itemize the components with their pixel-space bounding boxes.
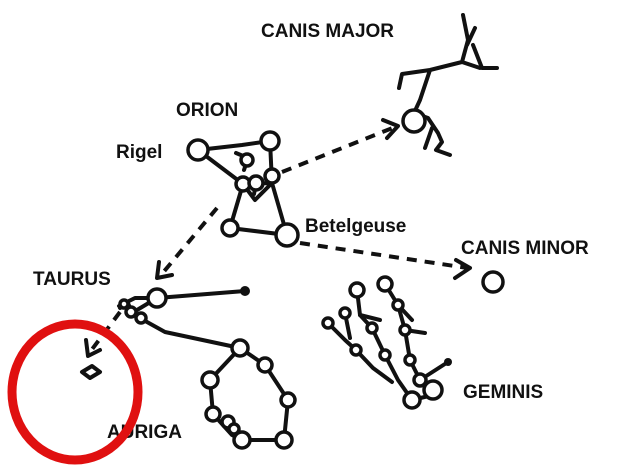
star-pollux: [422, 379, 444, 401]
pointer-arrows: [84, 118, 472, 358]
star-capella: [230, 338, 250, 358]
label-canis-minor: CANIS MINOR: [461, 238, 589, 259]
orion-figure: [186, 130, 300, 248]
label-geminis: GEMINIS: [463, 382, 543, 403]
auriga-figure: [200, 338, 297, 450]
star-aldebaran: [146, 287, 168, 309]
star-sirius: [401, 108, 427, 134]
label-orion: ORION: [176, 100, 238, 121]
pleiades-cluster: [80, 364, 102, 380]
taurus-figure: [80, 286, 250, 380]
label-rigel: Rigel: [116, 142, 162, 163]
star-rigel: [186, 138, 210, 162]
star-procyon: [481, 270, 505, 294]
label-betelgeuse: Betelgeuse: [305, 216, 406, 237]
highlight-circle: [7, 319, 143, 465]
label-taurus: TAURUS: [33, 269, 111, 290]
canis-major-figure: [397, 13, 499, 157]
star-betelgeuse: [274, 222, 300, 248]
label-canis-major: CANIS MAJOR: [261, 21, 394, 42]
geminis-figure: [321, 275, 452, 410]
star-castor: [402, 390, 422, 410]
